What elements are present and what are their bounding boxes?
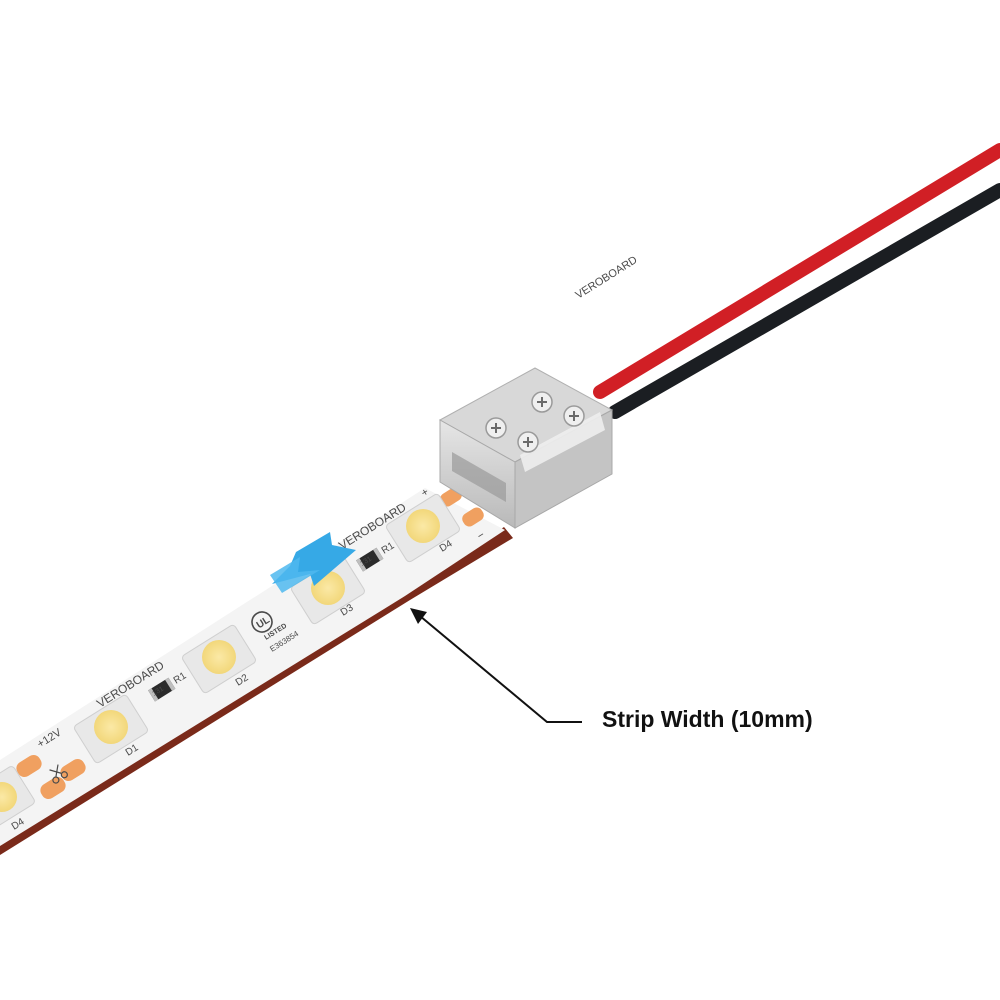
callout-leader (410, 608, 582, 723)
connector-slot (452, 452, 506, 502)
strip-body (0, 488, 505, 846)
scissors-icon (49, 764, 68, 784)
screw-icon (531, 391, 553, 413)
wires (593, 143, 1000, 419)
strip-width-callout: Strip Width (10mm) (602, 706, 813, 732)
solder-pads (16, 487, 484, 800)
resistor-r1-right (356, 547, 384, 572)
led-d3 (291, 555, 365, 625)
screw-icon (563, 405, 585, 427)
led-d1 (74, 694, 148, 764)
led-d4-left (0, 766, 35, 828)
connector (438, 367, 614, 529)
screw-icon (517, 431, 539, 453)
resistor-r1-left (148, 677, 176, 702)
led-d4-right (386, 493, 460, 563)
led-d2 (182, 624, 256, 694)
black-wire (608, 183, 1000, 419)
screw-icon (485, 417, 507, 439)
red-wire (593, 143, 1000, 399)
arrow-icon (270, 532, 356, 593)
strip-edge (0, 527, 513, 855)
brand-text-right: VEROBOARD (574, 254, 640, 301)
minus-text: − (475, 529, 487, 543)
plus-text: + (419, 486, 431, 500)
